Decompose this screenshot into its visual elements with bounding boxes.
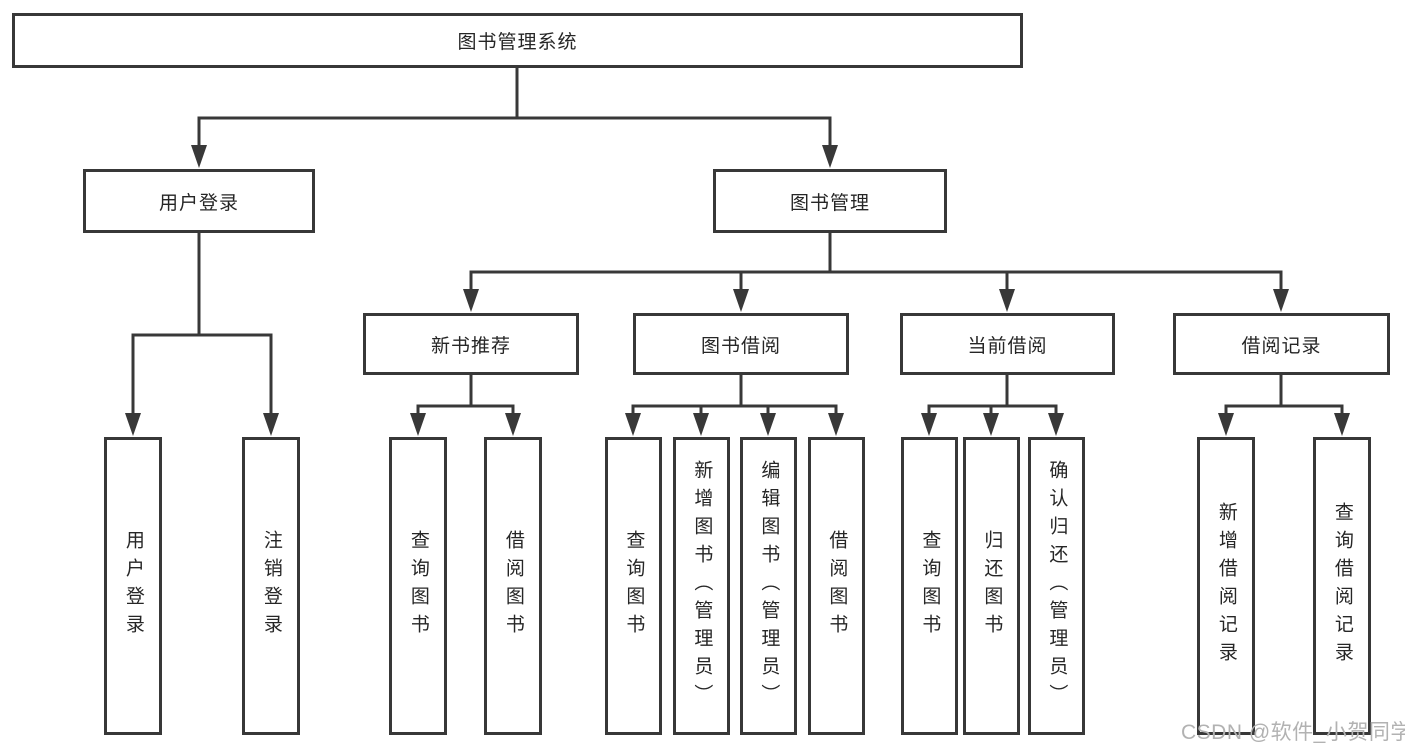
node-book-management-label: 图书管理 [789,192,870,214]
leaf-borrow-query-books-label: 查询图书 [623,530,645,642]
leaf-query-borrow-record-label: 查询借阅记录 [1331,502,1353,670]
node-root-label: 图书管理系统 [457,32,578,53]
leaf-borrow-query-books: 查询图书 [605,437,662,735]
leaf-edit-books-admin-label: 编辑图书（管理员） [758,460,780,712]
leaf-return-books: 归还图书 [963,437,1020,735]
leaf-borrow-books-label: 借阅图书 [826,530,848,642]
leaf-current-query-books: 查询图书 [901,437,958,735]
leaf-current-query-books-label: 查询图书 [919,530,941,642]
leaf-newbook-query-books: 查询图书 [389,437,447,735]
node-user-login-label: 用户登录 [158,192,239,214]
node-root: 图书管理系统 [12,13,1023,68]
leaf-edit-books-admin: 编辑图书（管理员） [740,437,797,735]
leaf-add-books-admin: 新增图书（管理员） [673,437,730,735]
leaf-logout-label: 注销登录 [260,530,282,642]
leaf-user-login: 用户登录 [104,437,162,735]
node-new-book-recommend: 新书推荐 [363,313,579,375]
leaf-add-borrow-record-label: 新增借阅记录 [1215,502,1237,670]
node-borrow-records-label: 借阅记录 [1241,335,1322,357]
leaf-user-login-label: 用户登录 [122,530,144,642]
node-current-borrow-label: 当前借阅 [967,335,1048,357]
node-book-borrow: 图书借阅 [633,313,849,375]
leaf-query-borrow-record: 查询借阅记录 [1313,437,1371,735]
node-current-borrow: 当前借阅 [900,313,1115,375]
leaf-borrow-books: 借阅图书 [808,437,865,735]
node-book-borrow-label: 图书借阅 [700,335,781,357]
csdn-watermark: CSDN @软件_小贺同学 [1181,721,1405,744]
leaf-return-books-label: 归还图书 [981,530,1003,642]
leaf-add-books-admin-label: 新增图书（管理员） [691,460,713,712]
leaf-newbook-borrow-books: 借阅图书 [484,437,542,735]
leaf-newbook-query-books-label: 查询图书 [407,530,429,642]
arrowheads [125,145,1350,436]
node-user-login: 用户登录 [83,169,315,233]
leaf-logout: 注销登录 [242,437,300,735]
leaf-add-borrow-record: 新增借阅记录 [1197,437,1255,735]
leaf-confirm-return-admin-label: 确认归还（管理员） [1046,460,1068,712]
node-book-management: 图书管理 [713,169,947,233]
leaf-newbook-borrow-books-label: 借阅图书 [502,530,524,642]
node-borrow-records: 借阅记录 [1173,313,1390,375]
leaf-confirm-return-admin: 确认归还（管理员） [1028,437,1085,735]
node-new-book-recommend-label: 新书推荐 [430,335,511,357]
